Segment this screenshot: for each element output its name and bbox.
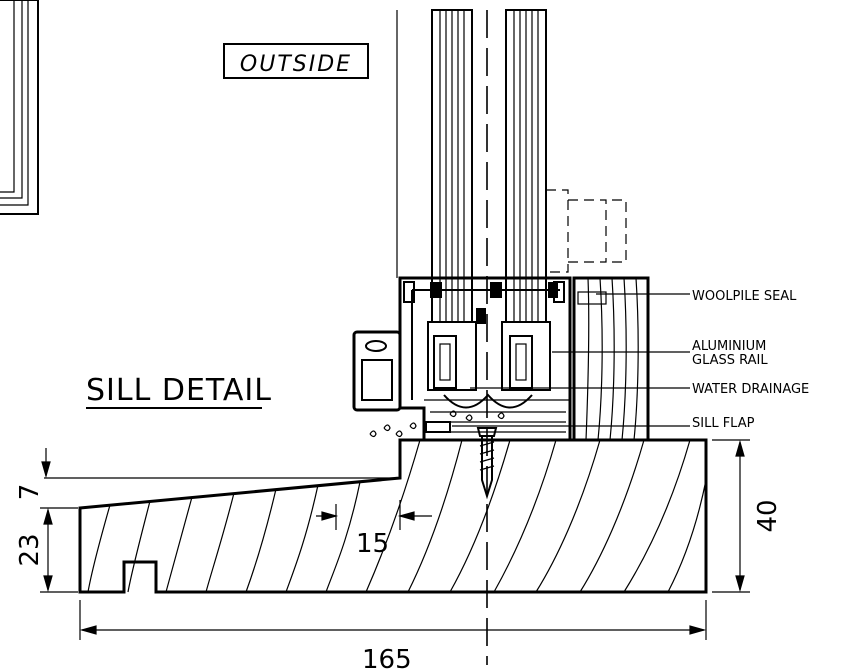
timber-frame <box>572 276 650 442</box>
adjacent-frame <box>0 0 39 215</box>
glass-pane-left <box>431 9 473 323</box>
woolpile-seal-label: WOOLPILE SEAL <box>692 289 797 304</box>
fixing-screw <box>476 427 498 500</box>
dim-upstand-7: 7 <box>15 484 45 501</box>
dim-step-15: 15 <box>356 529 389 559</box>
dim-nose-23: 23 <box>15 533 45 566</box>
timber-sill <box>78 438 708 594</box>
outside-label-box <box>223 43 369 79</box>
outside-label: OUTSIDE <box>240 52 352 77</box>
glass-rail-label-line2: GLASS RAIL <box>692 353 768 368</box>
glass-rail-label-line1: ALUMINIUM <box>692 339 766 354</box>
phantom-rail <box>546 189 627 273</box>
water-drainage-label: WATER DRAINAGE <box>692 382 809 397</box>
sill-flap-label: SILL FLAP <box>692 416 755 431</box>
drawing-title: SILL DETAIL <box>86 373 272 408</box>
dim-width-165: 165 <box>362 645 412 671</box>
leader-lines <box>452 293 690 427</box>
dim-height-40: 40 <box>753 499 783 532</box>
glass-pane-right <box>505 9 547 323</box>
dimension-lines <box>40 439 750 640</box>
water-drops <box>369 410 505 438</box>
